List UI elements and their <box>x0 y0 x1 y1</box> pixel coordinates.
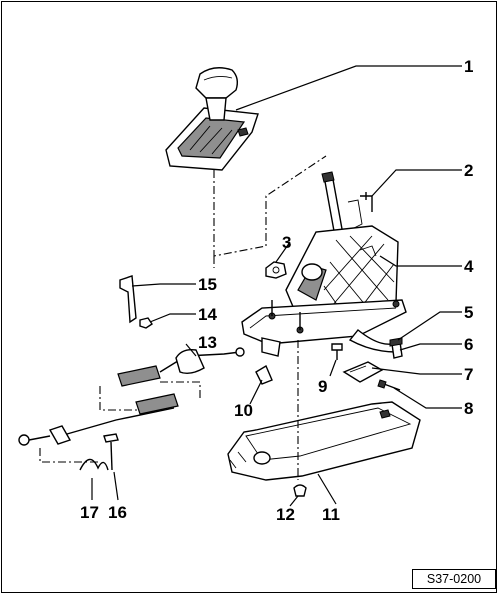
base-plate <box>241 299 407 357</box>
callout-13: 13 <box>198 333 217 352</box>
callout-4: 4 <box>464 257 474 276</box>
callout-2: 2 <box>464 161 473 180</box>
callout-11: 11 <box>322 505 340 524</box>
bolt-part-9 <box>331 343 343 360</box>
screw-part-16 <box>103 433 119 471</box>
selector-cable <box>18 347 245 446</box>
callout-1: 1 <box>464 57 473 76</box>
callout-7: 7 <box>464 365 473 384</box>
nut-part-3 <box>265 261 287 279</box>
callout-9: 9 <box>318 377 327 396</box>
lower-tray <box>227 340 421 481</box>
callout-labels: 1 2 3 4 5 6 7 8 9 10 11 12 13 15 14 16 1… <box>80 57 474 524</box>
callout-8: 8 <box>464 399 473 418</box>
clip-part-10 <box>255 364 273 385</box>
figure-reference-code: S37-0200 <box>412 569 496 589</box>
callout-14-top: 15 <box>198 275 217 294</box>
callout-14: 14 <box>198 305 217 324</box>
callout-17: 17 <box>80 503 99 522</box>
leader-lines <box>91 65 462 507</box>
nut-part-14 <box>139 317 153 329</box>
callout-6: 6 <box>464 335 473 354</box>
clip-part-2 <box>360 192 373 212</box>
spring-clip-part-17 <box>39 448 109 471</box>
gear-knob-with-boot <box>165 67 259 171</box>
bracket-part-7 <box>342 361 384 383</box>
callout-12: 12 <box>276 505 295 524</box>
pin-part-8 <box>377 379 401 391</box>
callout-3: 3 <box>282 233 291 252</box>
callout-10: 10 <box>234 401 253 420</box>
rivet-part-12 <box>293 484 307 497</box>
bracket-part-15 <box>119 275 137 324</box>
callout-16: 16 <box>108 503 127 522</box>
callout-5: 5 <box>464 303 473 322</box>
